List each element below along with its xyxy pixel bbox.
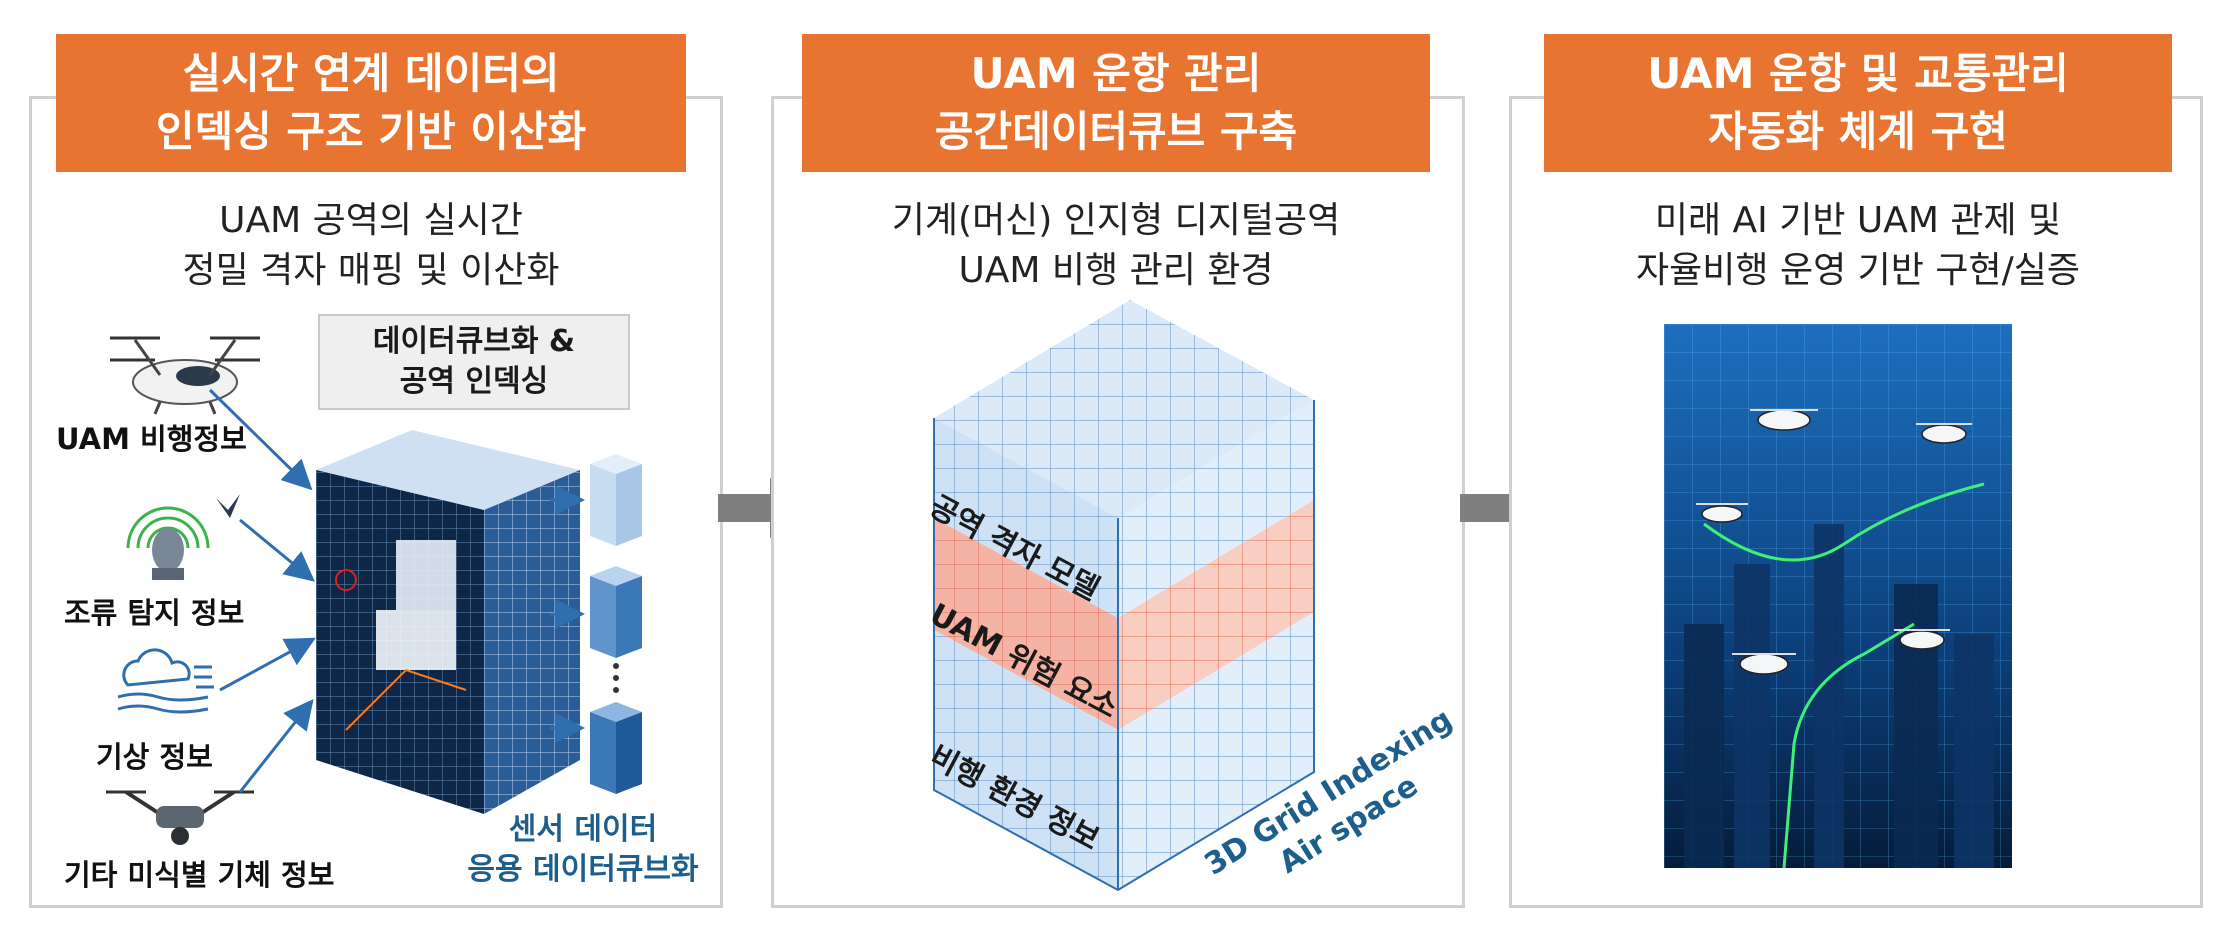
radar-bird-icon bbox=[126, 494, 240, 580]
input-bird-detection: 조류 탐지 정보 bbox=[64, 596, 245, 630]
input-unidentified-aircraft: 기타 미식별 기체 정보 bbox=[64, 858, 335, 892]
airspace-layer-stack bbox=[933, 300, 1315, 892]
input-uam-flight: UAM 비행정보 bbox=[56, 422, 247, 456]
input-arrows bbox=[208, 388, 316, 793]
unidentified-drone-icon bbox=[106, 790, 254, 845]
input-weather: 기상 정보 bbox=[96, 740, 213, 774]
weather-icon bbox=[117, 648, 214, 714]
datacube-indexing-box: 데이터큐브화 &공역 인덱싱 bbox=[318, 314, 630, 410]
uam-city-illustration bbox=[1664, 324, 2012, 868]
output-cubes bbox=[550, 454, 642, 794]
